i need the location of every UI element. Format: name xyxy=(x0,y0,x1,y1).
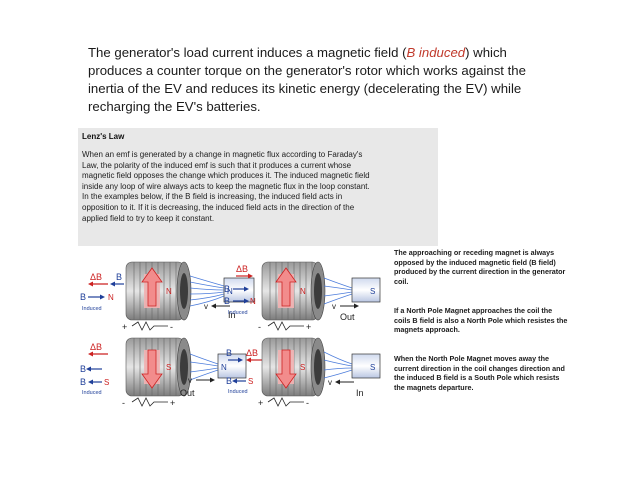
lenz-line: Law, the polarity of the induced emf is … xyxy=(82,160,352,170)
velocity-label: v xyxy=(204,302,208,311)
plus-terminal: + xyxy=(258,398,263,408)
s-pole-label: S xyxy=(104,378,109,387)
side-line: opposed by the induced magnetic field (B… xyxy=(394,257,556,267)
n-pole-label: N xyxy=(250,297,256,306)
lenz-law-panel: Lenz's Law When an emf is generated by a… xyxy=(78,128,438,246)
magnet-s-label: S xyxy=(370,363,375,372)
delta-b-label: ΔB xyxy=(236,264,248,274)
magnet-n-label: N xyxy=(227,287,233,296)
intro-paragraph: The generator's load current induces a m… xyxy=(88,44,558,116)
minus-terminal: - xyxy=(122,398,125,408)
magnet-s-label: S xyxy=(370,287,375,296)
side-paragraph-1: The approaching or receding magnet is al… xyxy=(394,248,604,286)
diagram-top-right: ΔB B B N Induced N S v Out - + xyxy=(224,261,381,332)
lenz-line: magnetic field opposes the change which … xyxy=(82,171,370,181)
velocity-label: v xyxy=(332,302,336,311)
side-explanation: The approaching or receding magnet is al… xyxy=(390,246,602,410)
b-induced-label: B xyxy=(224,296,230,306)
intro-b-induced: B induced xyxy=(406,45,466,60)
delta-b-label: ΔB xyxy=(90,342,102,352)
induced-label: Induced xyxy=(228,389,248,395)
intro-text-after: ) which produces a counter torque on the… xyxy=(88,45,526,114)
s-pole-label: S xyxy=(248,377,253,386)
side-paragraph-3: When the North Pole Magnet moves away th… xyxy=(394,354,604,392)
plus-terminal: + xyxy=(306,322,311,332)
minus-terminal: - xyxy=(258,322,261,332)
side-line: coil. xyxy=(394,276,409,286)
s-coil-label: S xyxy=(300,363,305,372)
lenz-line: opposition to it. If it is decreasing, t… xyxy=(82,202,355,212)
b-induced-label: B xyxy=(80,377,86,387)
side-line: The approaching or receding magnet is al… xyxy=(394,248,555,257)
side-line: magnets approach. xyxy=(394,325,460,335)
in-label: In xyxy=(356,388,364,398)
induced-label: Induced xyxy=(82,306,102,312)
n-coil-label: N xyxy=(300,287,306,296)
magnet-n-label: N xyxy=(221,363,227,372)
n-pole-label: N xyxy=(108,293,114,302)
side-line: current direction in the coil changes di… xyxy=(394,363,565,373)
intro-text-before: The generator's load current induces a m… xyxy=(88,45,407,60)
b-induced-label: B xyxy=(80,292,86,302)
minus-terminal: - xyxy=(170,322,173,332)
side-line: If a North Pole Magnet approaches the co… xyxy=(394,306,553,315)
b-label: B xyxy=(224,284,230,294)
lenz-line: applied field to try to keep it constant… xyxy=(82,213,215,223)
velocity-label: v xyxy=(328,378,332,387)
out-label: Out xyxy=(180,388,195,398)
b-induced-label: B xyxy=(226,376,232,386)
n-coil-label: N xyxy=(166,287,172,296)
side-line: coils B field is also a North Pole which… xyxy=(394,315,568,325)
out-label: Out xyxy=(340,312,355,322)
velocity-label: v xyxy=(188,376,192,385)
side-line: the induced B field is a South Pole whic… xyxy=(394,373,560,383)
delta-b-label: ΔB xyxy=(90,272,102,282)
lenz-line: inside any loop of wire always acts to k… xyxy=(82,181,370,191)
diagram-bottom-right: B ΔB B S Induced S S v In + - xyxy=(226,337,381,408)
plus-terminal: + xyxy=(122,322,127,332)
in-label: In xyxy=(228,310,236,320)
side-line: When the North Pole Magnet moves away th… xyxy=(394,354,549,363)
lenz-diagrams: ΔB B B N Induced N N v In + - xyxy=(80,261,381,408)
lenz-law-title: Lenz's Law xyxy=(82,132,125,141)
s-coil-label: S xyxy=(166,363,171,372)
induced-label: Induced xyxy=(82,390,102,396)
b-label: B xyxy=(226,348,232,358)
diagram-bottom-left: ΔB B B S Induced S N v Out - + xyxy=(80,337,247,408)
side-paragraph-2: If a North Pole Magnet approaches the co… xyxy=(394,306,604,335)
lenz-line: When an emf is generated by a change in … xyxy=(82,150,363,159)
diagram-top-left: ΔB B B N Induced N N v In + - xyxy=(80,261,255,332)
induced-label: Induced xyxy=(228,310,248,316)
lenz-line: In the examples below, if the B field is… xyxy=(82,192,343,202)
delta-b-label: ΔB xyxy=(246,348,258,358)
side-line: the magnets departure. xyxy=(394,382,474,392)
minus-terminal: - xyxy=(306,398,309,408)
side-line: produced by the current direction in the… xyxy=(394,267,566,277)
b-label: B xyxy=(80,364,86,374)
lenz-law-text: When an emf is generated by a change in … xyxy=(82,150,432,224)
plus-terminal: + xyxy=(170,398,175,408)
b-label: B xyxy=(116,272,122,282)
